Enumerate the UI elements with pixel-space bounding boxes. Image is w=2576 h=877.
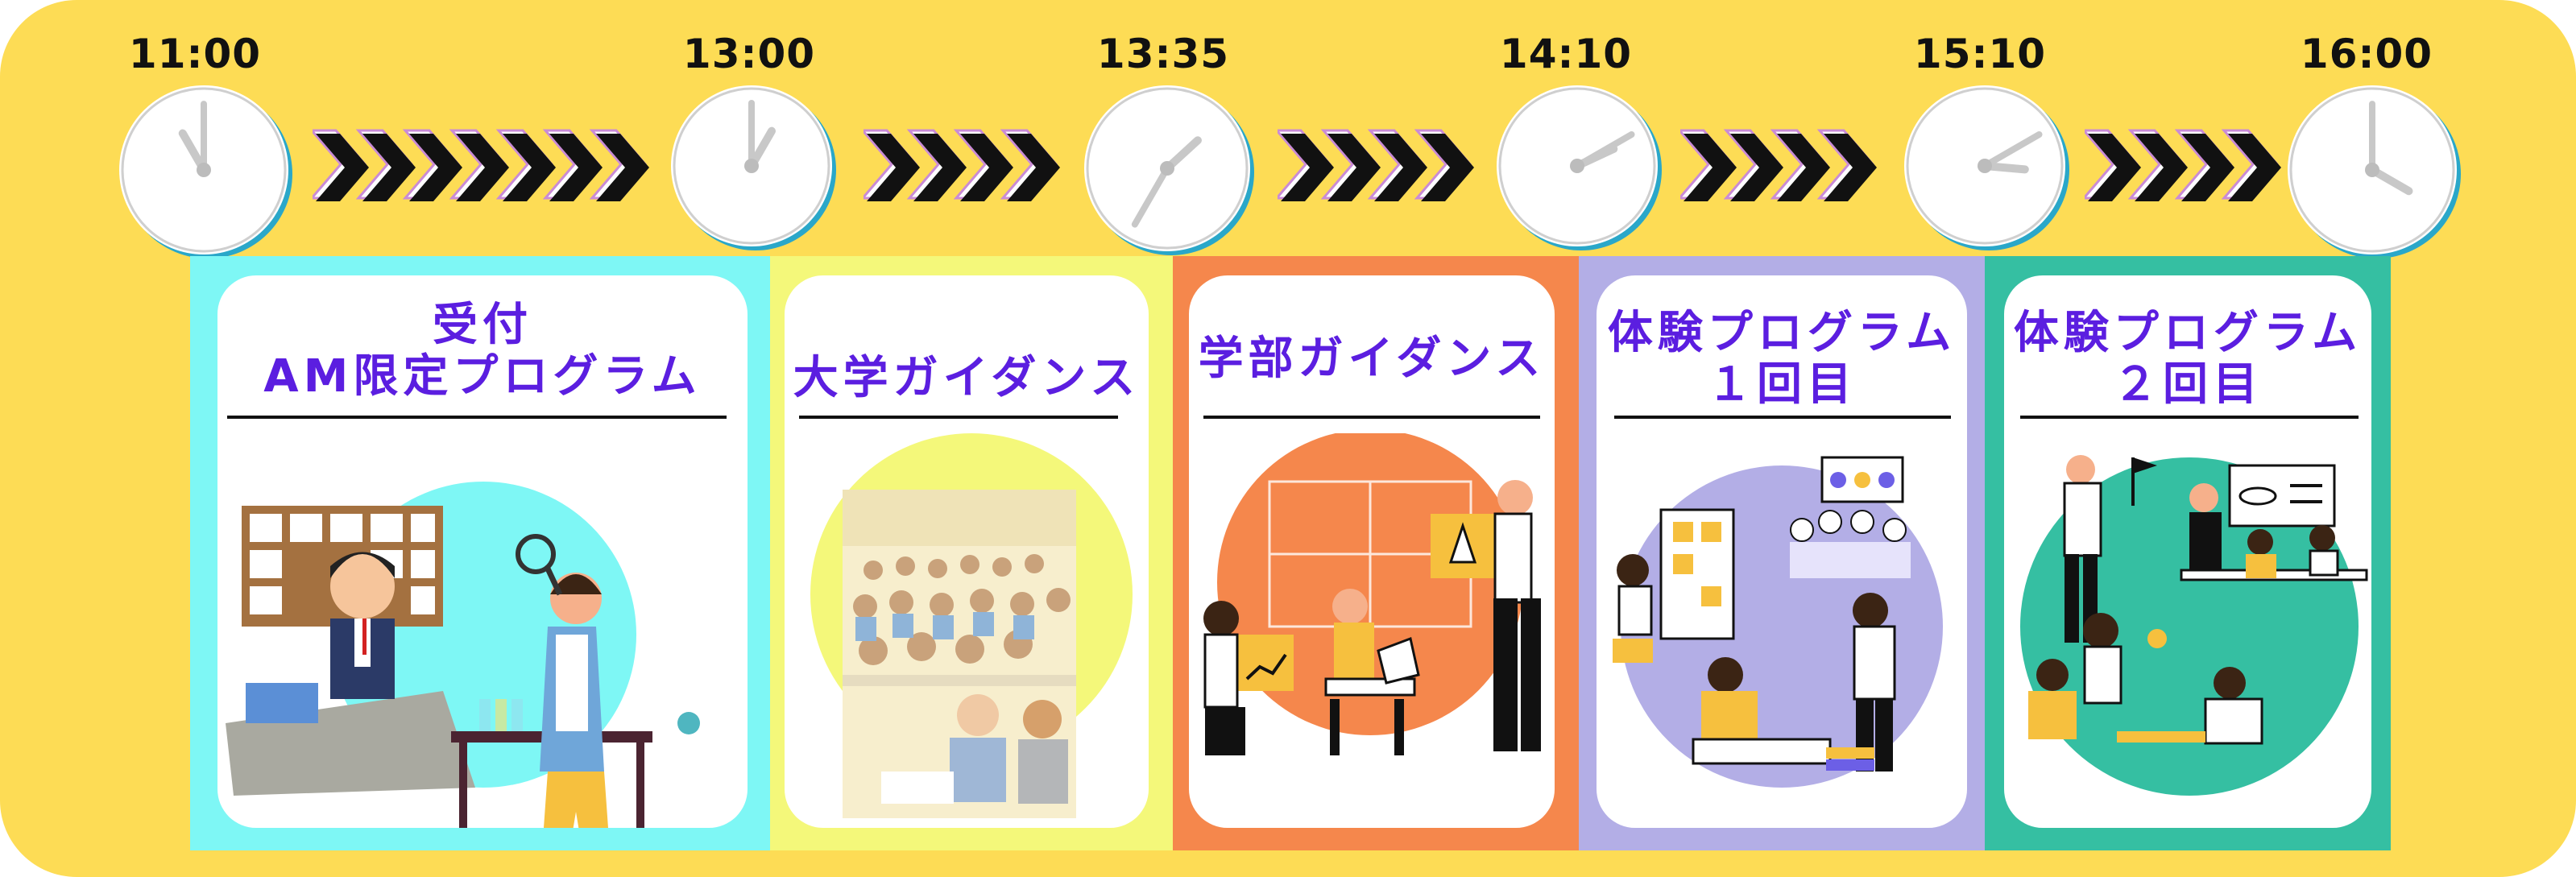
session-card-1: 受付 AM限定プログラム (217, 275, 748, 828)
chevron-icon (1777, 134, 1830, 201)
chevron-icon (1374, 134, 1427, 201)
session-title-1-line1: 受付 (433, 299, 532, 351)
chevron-icon (2135, 134, 2188, 201)
chevron-icon (1824, 134, 1877, 201)
chevron-icon (503, 134, 556, 201)
session-panel-5: 体験プログラム ２回目 (1985, 256, 2391, 850)
chevron-icon (1730, 134, 1783, 201)
time-label-4: 14:10 (1499, 31, 1633, 77)
chevron-icon (409, 134, 462, 201)
clock-icon-2 (671, 85, 836, 250)
chevron-icon (2088, 134, 2141, 201)
chevron-icon (596, 134, 649, 201)
chevron-icon (1421, 134, 1474, 201)
session-panel-1: 受付 AM限定プログラム (190, 256, 770, 850)
session-title-2: 大学ガイダンス (793, 352, 1141, 404)
title-divider (799, 416, 1118, 419)
time-label-3: 13:35 (1096, 31, 1230, 77)
chevron-icon (1327, 134, 1381, 201)
chevron-icon (960, 134, 1013, 201)
chevron-icon (362, 134, 416, 201)
clock-icon-1 (119, 85, 292, 259)
chevron-arrows-icon-3 (1278, 129, 1474, 201)
chevron-icon (913, 134, 967, 201)
session-title-5: 体験プログラム ２回目 (2004, 308, 2371, 411)
chevron-icon (1684, 134, 1737, 201)
lecture-hall-photo (810, 433, 1133, 818)
chevron-arrows-icon-2 (863, 129, 1060, 201)
clock-icon-6 (2288, 85, 2461, 259)
session-card-5: 体験プログラム ２回目 (2004, 275, 2371, 828)
chevron-arrows-icon-5 (2085, 129, 2281, 201)
session-title-5-line1: 体験プログラム (2013, 307, 2363, 359)
presentation-illustration (1203, 433, 1541, 755)
title-divider (1614, 416, 1951, 419)
chevron-icon (316, 134, 369, 201)
chevron-icon (2228, 134, 2281, 201)
clock-icon-3 (1084, 85, 1254, 255)
reception-and-lab-illustration (226, 482, 700, 828)
session-card-2: 大学ガイダンス (785, 275, 1149, 828)
time-label-5: 15:10 (1913, 31, 2047, 77)
chevron-arrows-icon-4 (1680, 129, 1877, 201)
collaboration-illustration (2020, 455, 2368, 796)
chevron-icon (2181, 134, 2234, 201)
chevron-icon (1281, 134, 1334, 201)
title-divider (2020, 416, 2359, 419)
session-card-4: 体験プログラム １回目 (1597, 275, 1967, 828)
chevron-icon (867, 134, 920, 201)
session-panel-4: 体験プログラム １回目 (1579, 256, 1985, 850)
title-divider (1203, 416, 1540, 419)
time-label-1: 11:00 (128, 31, 262, 77)
session-panel-2: 大学ガイダンス (770, 256, 1173, 850)
chevron-icon (549, 134, 603, 201)
session-title-4-line2: １回目 (1707, 358, 1857, 411)
clock-icon-5 (1904, 85, 2069, 250)
session-title-5-line2: ２回目 (2113, 358, 2263, 411)
chevron-arrows-icon-1 (313, 129, 649, 201)
chevron-icon (456, 134, 509, 201)
workshop-illustration (1613, 456, 1943, 788)
title-divider (227, 416, 727, 419)
session-title-1-line2: AM限定プログラム (263, 350, 702, 403)
session-title-1: 受付 AM限定プログラム (217, 300, 748, 403)
time-label-6: 16:00 (2300, 31, 2433, 77)
session-title-3: 学部ガイダンス (1198, 333, 1546, 385)
minute-hand (1574, 131, 1635, 169)
session-title-4-line1: 体験プログラム (1607, 307, 1957, 359)
session-title-4: 体験プログラム １回目 (1597, 308, 1967, 411)
minute-hand (1131, 165, 1170, 228)
time-label-2: 13:00 (682, 31, 816, 77)
clock-icon-4 (1497, 85, 1662, 250)
minute-hand (1982, 131, 2043, 169)
session-card-3: 学部ガイダンス (1189, 275, 1555, 828)
session-panel-3: 学部ガイダンス (1173, 256, 1579, 850)
chevron-icon (1007, 134, 1060, 201)
